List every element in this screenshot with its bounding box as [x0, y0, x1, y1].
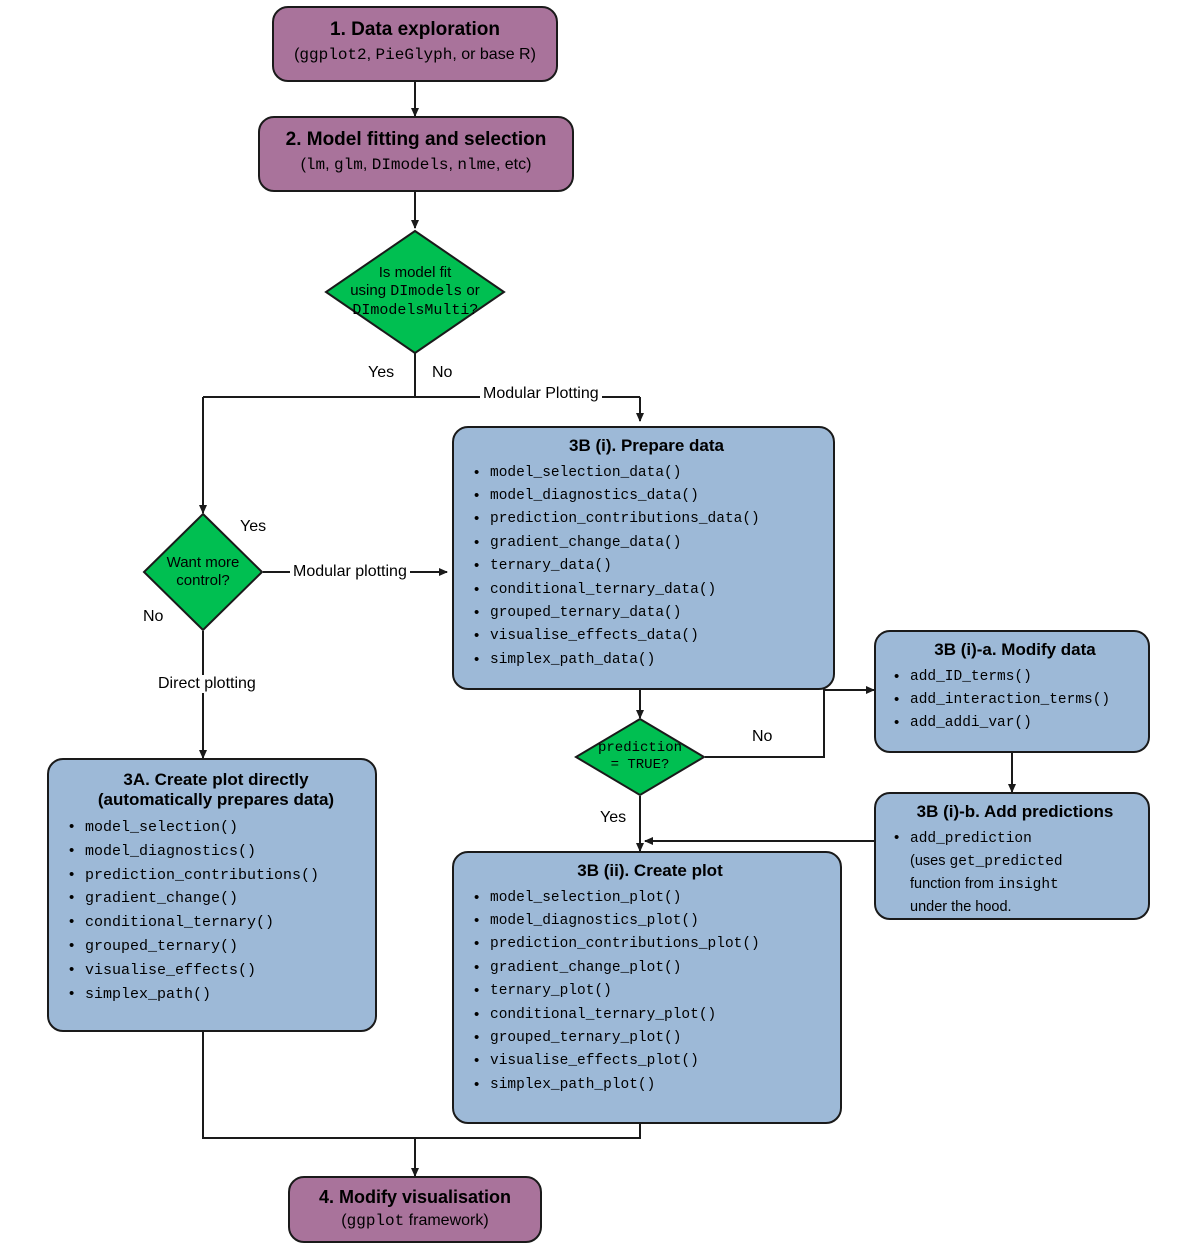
function-list-item: model_selection(): [65, 815, 367, 840]
edge-label-no-model-fit: No: [432, 364, 453, 382]
function-list-item: prediction_contributions_data(): [470, 507, 823, 531]
function-list: model_selection()model_diagnostics()pred…: [65, 815, 367, 1007]
node-title-line-2: (automatically prepares data): [97, 789, 335, 809]
text-run: insight: [997, 876, 1059, 893]
function-list-item: grouped_ternary(): [65, 934, 367, 959]
edge-label-yes-prediction: Yes: [600, 809, 627, 827]
function-list-item: add_prediction(uses get_predictedfunctio…: [890, 827, 1140, 919]
edge-label-modular-plotting-top: Modular Plotting: [480, 385, 602, 403]
decision-model-fit[interactable]: Is model fit using DImodels or DImodelsM…: [324, 229, 506, 355]
edge-label-yes-model-fit: Yes: [368, 364, 395, 382]
text-run: , or base R): [452, 45, 536, 63]
function-list-item: gradient_change_plot(): [470, 956, 830, 980]
node-prepare-data[interactable]: 3B (i). Prepare data model_selection_dat…: [452, 426, 835, 690]
node-title: 3B (i)-a. Modify data: [934, 640, 1096, 659]
text-run: ,: [366, 45, 376, 63]
decision-prediction-true[interactable]: prediction = TRUE?: [574, 717, 706, 797]
function-list: model_selection_plot()model_diagnostics_…: [470, 886, 830, 1098]
edge-label-modular-plotting-side: Modular plotting: [290, 563, 410, 581]
function-list-item: visualise_effects_plot(): [470, 1049, 830, 1073]
function-list-item: add_interaction_terms(): [890, 688, 1140, 712]
node-subtitle: (ggplot2, PieGlyph, or base R): [274, 45, 556, 65]
edge-label-direct-plotting: Direct plotting: [158, 675, 256, 693]
node-title: 2. Model fitting and selection: [285, 129, 547, 150]
edge-label-yes-more-control: Yes: [240, 518, 267, 536]
edge-join-bottom: [202, 1032, 641, 1139]
function-list-item: add_addi_var(): [890, 711, 1140, 735]
node-modify-visualisation[interactable]: 4. Modify visualisation (ggplot framewor…: [288, 1176, 542, 1243]
text-run: lm: [305, 155, 326, 174]
node-subtitle: (lm, glm, DImodels, nlme, etc): [260, 155, 572, 175]
text-run: (: [294, 45, 300, 63]
function-list-line: add_prediction: [910, 828, 1140, 850]
function-list-item: simplex_path_plot(): [470, 1073, 830, 1097]
node-title: 1. Data exploration: [330, 19, 500, 40]
function-list-item: model_selection_plot(): [470, 886, 830, 910]
function-list: model_selection_data()model_diagnostics_…: [470, 461, 823, 673]
function-list-item: model_diagnostics(): [65, 839, 367, 864]
function-list-line: (uses get_predicted: [910, 850, 1140, 873]
node-create-plot-directly[interactable]: 3A. Create plot directly (automatically …: [47, 758, 377, 1032]
function-list-item: model_selection_data(): [470, 461, 823, 485]
function-list-item: gradient_change(): [65, 886, 367, 911]
text-run: under the hood.: [910, 898, 1012, 915]
node-add-predictions[interactable]: 3B (i)-b. Add predictions add_prediction…: [874, 792, 1150, 920]
node-title: 3B (ii). Create plot: [577, 861, 723, 880]
text-run: framework): [404, 1211, 489, 1229]
text-run: glm: [334, 155, 363, 174]
function-list-item: grouped_ternary_plot(): [470, 1026, 830, 1050]
text-run: (uses: [910, 852, 950, 869]
text-run: , etc): [495, 155, 532, 173]
text-run: function from: [910, 875, 998, 892]
text-run: (: [341, 1211, 347, 1229]
text-run: ,: [448, 155, 458, 173]
text-run: (: [300, 155, 306, 173]
function-list-item: ternary_plot(): [470, 979, 830, 1003]
function-list-line: function from insight: [910, 873, 1140, 896]
function-list-item: simplex_path_data(): [470, 648, 823, 672]
edge-label-no-prediction: No: [752, 728, 773, 746]
text-run: ,: [362, 155, 372, 173]
function-list: add_ID_terms()add_interaction_terms()add…: [890, 665, 1140, 736]
function-list-item: conditional_ternary_plot(): [470, 1003, 830, 1027]
node-title: 3B (i). Prepare data: [569, 436, 724, 455]
node-data-exploration[interactable]: 1. Data exploration (ggplot2, PieGlyph, …: [272, 6, 558, 82]
text-run: DImodels: [371, 155, 449, 174]
edge-prediction-no: [705, 686, 875, 758]
edge-label-no-more-control: No: [143, 608, 164, 626]
function-list-item: prediction_contributions(): [65, 863, 367, 888]
function-list-item: grouped_ternary_data(): [470, 601, 823, 625]
text-run: nlme: [457, 155, 496, 174]
function-list-item: visualise_effects(): [65, 958, 367, 983]
text-run: get_predicted: [949, 853, 1063, 870]
node-title: 4. Modify visualisation: [318, 1187, 512, 1207]
node-model-fitting[interactable]: 2. Model fitting and selection (lm, glm,…: [258, 116, 574, 192]
text-run: ggplot2: [299, 45, 367, 64]
text-run: ,: [325, 155, 335, 173]
node-create-plot[interactable]: 3B (ii). Create plot model_selection_plo…: [452, 851, 842, 1124]
function-list-item: add_ID_terms(): [890, 665, 1140, 689]
function-list-item: conditional_ternary_data(): [470, 578, 823, 602]
function-list: add_prediction(uses get_predictedfunctio…: [890, 827, 1140, 919]
text-run: add_prediction: [910, 830, 1032, 847]
text-run: PieGlyph: [375, 45, 453, 64]
text-run: ggplot: [346, 1211, 405, 1230]
function-list-item: prediction_contributions_plot(): [470, 932, 830, 956]
function-list-item: simplex_path(): [65, 982, 367, 1007]
function-list-item: model_diagnostics_plot(): [470, 909, 830, 933]
function-list-line: under the hood.: [910, 896, 1140, 919]
function-list-item: conditional_ternary(): [65, 910, 367, 935]
function-list-item: model_diagnostics_data(): [470, 484, 823, 508]
function-list-item: gradient_change_data(): [470, 531, 823, 555]
node-modify-data[interactable]: 3B (i)-a. Modify data add_ID_terms()add_…: [874, 630, 1150, 753]
function-list-item: visualise_effects_data(): [470, 624, 823, 648]
node-title: 3B (i)-b. Add predictions: [916, 802, 1114, 821]
node-subtitle: (ggplot framework): [290, 1211, 540, 1231]
node-title-line-1: 3A. Create plot directly: [123, 770, 309, 789]
function-list-item: ternary_data(): [470, 554, 823, 578]
